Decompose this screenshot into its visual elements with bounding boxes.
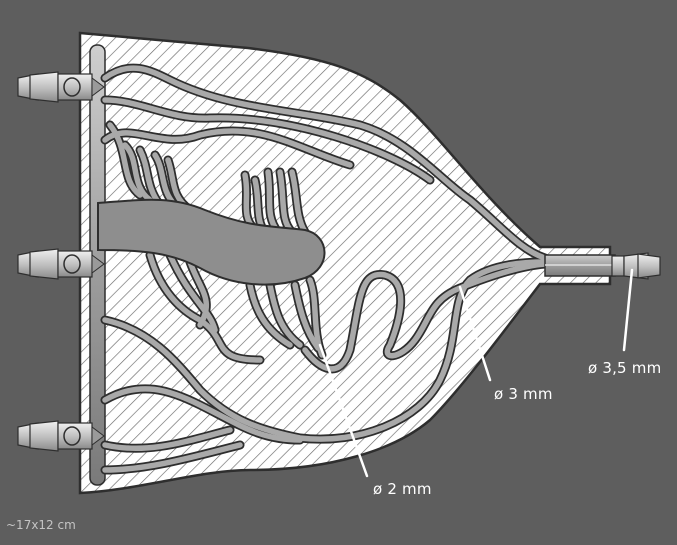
label-channel-2mm: ø 2 mm: [373, 480, 432, 498]
outlet-fitting: [611, 252, 661, 280]
leader-line-3mm: [458, 285, 492, 382]
label-outlet-3-5mm: ø 3,5 mm: [588, 359, 662, 377]
inlet-fitting-middle: [17, 248, 105, 280]
inlet-fitting-top: [17, 71, 105, 103]
part-body: [78, 31, 612, 495]
leader-line-3-5mm: [622, 268, 634, 352]
leader-line-2mm: [318, 343, 369, 478]
leader-lines: [318, 268, 634, 478]
label-channel-3mm: ø 3 mm: [494, 385, 553, 403]
central-insert: [97, 198, 326, 286]
outlet-channel: [544, 254, 616, 277]
inlet-fitting-bottom: [17, 420, 105, 452]
dimension-footnote: ~17x12 cm: [6, 518, 76, 532]
